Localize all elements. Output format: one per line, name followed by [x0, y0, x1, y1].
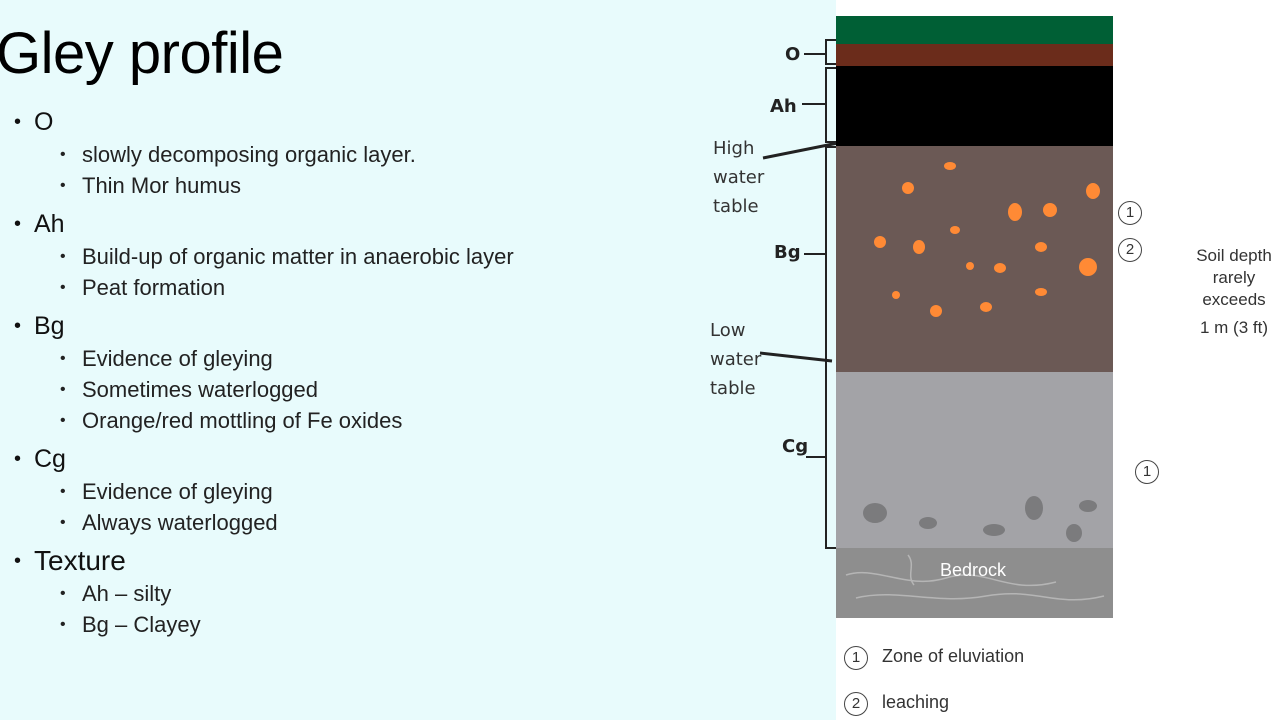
soil-depth-label: Soil depth rarely exceeds 1 m (3 ft) — [1188, 245, 1280, 339]
high-water-table-pointer — [762, 141, 839, 160]
section-item: Ah – silty — [14, 578, 654, 609]
label-line: water — [713, 167, 765, 188]
section-heading: O — [14, 105, 654, 139]
slide-title: Gley profile — [0, 21, 284, 86]
low-water-table-pointer — [759, 351, 833, 363]
fe-oxide-mottles — [874, 162, 1100, 317]
bedrock-layer — [836, 548, 1113, 618]
legend-number: 1 — [844, 646, 868, 670]
horizon-label-cg: Cg — [782, 436, 809, 457]
section-item: Orange/red mottling of Fe oxides — [14, 405, 654, 436]
section-heading: Texture — [14, 544, 654, 578]
horizon-label-bg: Bg — [774, 242, 801, 263]
cg-stones — [863, 496, 1097, 542]
circle-label-1-lower: 1 — [1135, 460, 1159, 484]
grass-layer — [836, 16, 1113, 44]
ah-bracket — [825, 67, 836, 143]
section-item: Thin Mor humus — [14, 170, 654, 201]
section-heading: Ah — [14, 207, 654, 241]
label-line: Low — [710, 320, 746, 341]
section-item: slowly decomposing organic layer. — [14, 139, 654, 170]
soil-profile-diagram: Bedrock 1 2 1 Soil depth rarely exceeds … — [836, 0, 1280, 720]
section-item: Peat formation — [14, 272, 654, 303]
section-item: Bg – Clayey — [14, 609, 654, 640]
circle-label-2: 2 — [1118, 238, 1142, 262]
horizon-label-ah: Ah — [770, 96, 797, 117]
section-texture: Texture Ah – silty Bg – Clayey — [14, 544, 654, 640]
bg-horizon — [836, 146, 1113, 372]
legend-number: 2 — [844, 692, 868, 716]
bg-cg-bracket — [825, 146, 836, 549]
section-item: Evidence of gleying — [14, 476, 654, 507]
legend-text: leaching — [882, 692, 950, 712]
section-item: Always waterlogged — [14, 507, 654, 538]
label-line: rarely — [1212, 268, 1256, 287]
o-bracket — [825, 39, 836, 65]
high-water-table-label: High water table — [713, 134, 764, 221]
label-line: water — [710, 349, 762, 370]
section-item: Sometimes waterlogged — [14, 374, 654, 405]
section-heading: Bg — [14, 309, 654, 343]
legend-item: 1 Zone of eluviation — [844, 646, 1024, 670]
section-item: Build-up of organic matter in anaerobic … — [14, 241, 654, 272]
section-o: O slowly decomposing organic layer. Thin… — [14, 105, 654, 201]
bedrock-texture — [845, 554, 1105, 601]
section-item: Evidence of gleying — [14, 343, 654, 374]
ah-horizon — [836, 66, 1113, 146]
bullet-list: O slowly decomposing organic layer. Thin… — [14, 105, 654, 646]
circle-label-1: 1 — [1118, 201, 1142, 225]
section-bg: Bg Evidence of gleying Sometimes waterlo… — [14, 309, 654, 436]
section-cg: Cg Evidence of gleying Always waterlogge… — [14, 442, 654, 538]
horizon-details — [845, 162, 1105, 601]
label-line: exceeds — [1202, 290, 1266, 309]
legend-item: 2 leaching — [844, 692, 949, 716]
label-line: 1 m (3 ft) — [1199, 318, 1268, 337]
section-ah: Ah Build-up of organic matter in anaerob… — [14, 207, 654, 303]
bedrock-label: Bedrock — [940, 560, 1007, 580]
low-water-table-label: Low water table — [710, 316, 761, 403]
label-line: High — [713, 138, 755, 159]
legend-text: Zone of eluviation — [882, 646, 1025, 666]
horizon-label-o: O — [785, 44, 801, 65]
section-heading: Cg — [14, 442, 654, 476]
label-line: table — [713, 196, 759, 217]
o-horizon — [836, 44, 1113, 66]
label-line: Soil depth — [1196, 246, 1272, 265]
label-line: table — [710, 378, 756, 399]
